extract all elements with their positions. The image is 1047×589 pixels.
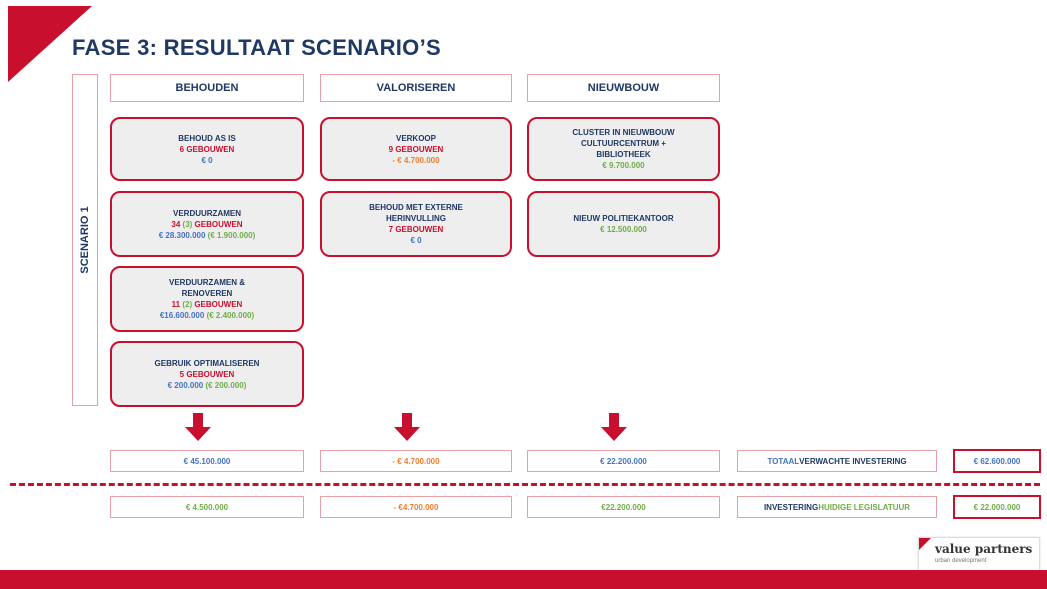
card-verkoop: VERKOOP 9 GEBOUWEN - € 4.700.000 [320,117,512,181]
card-title: VERDUURZAMEN [173,208,241,218]
card-amount: € 9.700.000 [602,161,645,170]
card-amount: € 0 [410,236,422,245]
card-title-line-2: CULTUURCENTRUM + [581,139,666,148]
column-header-valoriseren: VALORISEREN [320,74,512,102]
grand-total-expected: € 62.600.000 [953,449,1041,473]
column-header-nieuwbouw: NIEUWBOUW [527,74,720,102]
legislatuur-behouden: € 4.500.000 [110,496,304,518]
card-title-line-3: BIBLIOTHEEK [596,150,651,159]
card-title: NIEUW POLITIEKANTOOR [573,214,674,223]
card-verduurzamen: VERDUURZAMEN 34 (3) GEBOUWEN € 28.300.00… [110,191,304,257]
card-gebruik-optimaliseren: GEBRUIK OPTIMALISEREN 5 GEBOUWEN € 200.0… [110,341,304,407]
total-valoriseren: - € 4.700.000 [320,450,512,472]
down-arrow-icon [601,413,627,441]
card-count: 6 GEBOUWEN [179,144,235,154]
logo-triangle-icon [919,538,931,550]
logo-subtitle: urban development [935,558,987,564]
card-title-line-2: HERINVULLING [386,214,446,223]
card-amount: € 200.000 (€ 200.000) [167,380,247,390]
card-title-line-1: CLUSTER IN NIEUWBOUW [572,128,675,137]
card-verduurzamen-renoveren: VERDUURZAMEN & RENOVEREN 11 (2) GEBOUWEN… [110,266,304,332]
label-investering-huidige-legislatuur: INVESTERING HUIDIGE LEGISLATUUR [737,496,937,518]
card-nieuw-politiekantoor: NIEUW POLITIEKANTOOR € 12.500.000 [527,191,720,257]
page-title: FASE 3: RESULTAAT SCENARIO’S [72,35,441,60]
label-totaal-verwachte-investering: TOTAAL VERWACHTE INVESTERING [737,450,937,472]
card-count: 5 GEBOUWEN [179,369,235,379]
legislatuur-valoriseren: - €4.700.000 [320,496,512,518]
dashed-divider [10,483,1040,486]
card-amount: - € 4.700.000 [392,155,440,165]
card-title: BEHOUD AS IS [178,133,236,143]
card-count: 7 GEBOUWEN [388,225,444,234]
scenario-label: SCENARIO 1 [79,206,91,274]
column-header-behouden: BEHOUDEN [110,74,304,102]
card-behoud-externe-herinvulling: BEHOUD MET EXTERNE HERINVULLING 7 GEBOUW… [320,191,512,257]
card-title: GEBRUIK OPTIMALISEREN [154,358,260,368]
card-count: 34 (3) GEBOUWEN [171,219,243,229]
card-amount: € 28.300.000 (€ 1.900.000) [158,230,256,240]
card-title-line-1: BEHOUD MET EXTERNE [369,203,463,212]
card-amount: € 12.500.000 [600,225,647,234]
card-title: VERKOOP [395,133,436,143]
down-arrow-icon [394,413,420,441]
card-title-line-1: VERDUURZAMEN & [169,278,245,287]
grand-total-legislatuur: € 22.000.000 [953,495,1041,519]
legislatuur-nieuwbouw: €22.200.000 [527,496,720,518]
card-title-line-2: RENOVEREN [181,289,233,298]
down-arrow-icon [185,413,211,441]
card-cluster-nieuwbouw: CLUSTER IN NIEUWBOUW CULTUURCENTRUM + BI… [527,117,720,181]
card-amount: €16.600.000 (€ 2.400.000) [159,311,255,320]
footer-bar [0,570,1047,589]
logo-name: value partners [935,542,1033,556]
card-behoud-as-is: BEHOUD AS IS 6 GEBOUWEN € 0 [110,117,304,181]
scenario-sidebar: SCENARIO 1 [72,74,98,406]
card-count: 9 GEBOUWEN [388,144,444,154]
card-amount: € 0 [201,155,213,165]
total-behouden: € 45.100.000 [110,450,304,472]
card-count: 11 (2) GEBOUWEN [171,300,243,309]
total-nieuwbouw: € 22.200.000 [527,450,720,472]
